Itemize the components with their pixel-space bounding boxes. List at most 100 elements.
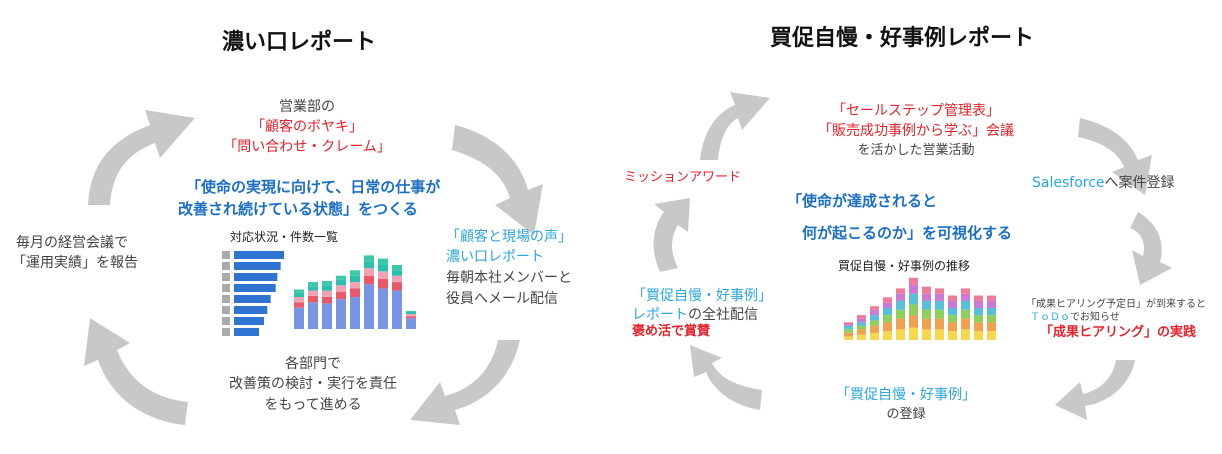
stack-bar-3-3	[336, 279, 346, 286]
right-bar-9-4	[961, 293, 970, 301]
right-bar-8-4	[948, 300, 957, 308]
stack-bar-6-2	[378, 271, 388, 279]
right-bar-0-2	[844, 329, 853, 333]
left-chart-title: 対応状況・件数一覧	[230, 230, 339, 244]
right-bar-7-0	[935, 329, 944, 340]
stack-bar-0-0	[294, 307, 304, 329]
todo-word: ＴｏＤｏ	[1030, 312, 1070, 323]
right-bar-8-2	[948, 315, 957, 323]
stack-bar-8-1	[406, 316, 416, 319]
stack-bar-2-4	[322, 281, 332, 286]
stack-bar-8-0	[406, 318, 416, 329]
right-bar-5-0	[909, 327, 918, 340]
right-bar-3-4	[883, 302, 892, 308]
right-bar-5-3	[909, 293, 918, 305]
hbar-5	[234, 306, 268, 314]
right-bar-7-1	[935, 318, 944, 330]
avatar-mark	[222, 317, 230, 325]
salesforce-brand: Salesforce	[1032, 175, 1105, 191]
right-bar-10-2	[974, 315, 983, 323]
right-bar-8-1	[948, 322, 957, 332]
right-bar-4-5	[896, 288, 905, 294]
right-bar-7-2	[935, 309, 944, 319]
right-bar-3-0	[883, 331, 892, 340]
stack-bar-7-4	[392, 265, 402, 271]
right-bar-5-1	[909, 315, 918, 328]
left-voice-line2: 濃い口レポート	[446, 249, 544, 265]
right-bar-4-4	[896, 293, 905, 301]
right-bar-6-5	[922, 286, 931, 294]
left-chart-panel: 対応状況・件数一覧	[200, 227, 422, 349]
right-bar-1-1	[857, 329, 866, 335]
stack-bar-8-4	[406, 310, 416, 312]
right-mission-line2: 何が起こるのか」を可視化する	[802, 224, 1013, 242]
left-title: 濃い口レポート	[222, 30, 377, 55]
right-bar-7-3	[935, 300, 944, 310]
right-bar-6-3	[922, 300, 931, 310]
right-cycle-arrows	[653, 92, 1172, 420]
left-mission-line1: 「使命の実現に向けて、日常の仕事が	[186, 178, 441, 196]
stack-bar-0-2	[294, 297, 304, 303]
right-bar-10-5	[974, 295, 983, 301]
stack-bar-0-4	[294, 289, 304, 293]
right-top-line3: を活かした営業活動	[857, 143, 975, 158]
stack-bar-3-4	[336, 275, 346, 280]
right-salesforce-line: Salesforceへ案件登録	[1032, 173, 1175, 193]
hbar-7	[234, 328, 259, 336]
right-bar-10-0	[974, 331, 983, 340]
right-bar-1-0	[857, 334, 866, 340]
right-bar-11-1	[987, 322, 996, 332]
right-bar-11-4	[987, 300, 996, 308]
right-bar-2-1	[870, 325, 879, 333]
right-bar-4-0	[896, 329, 905, 340]
stack-bar-7-1	[392, 282, 402, 291]
hbar-2	[234, 273, 278, 281]
avatar-mark	[222, 295, 230, 303]
right-note-line1: 「成果ヒアリング予定日」が到来すると	[1026, 299, 1206, 310]
left-top-line2: 「顧客のボヤキ」	[251, 119, 363, 135]
left-mission-line2: 改善され続けている状態」をつくる	[178, 200, 418, 218]
stack-bar-3-2	[336, 285, 346, 292]
stack-bar-4-4	[350, 270, 360, 276]
stack-bar-8-3	[406, 311, 416, 315]
left-voice-line4: 役員へメール配信	[446, 291, 558, 307]
right-bar-2-4	[870, 309, 879, 316]
right-report-line1: 「買促自慢・好事例」	[632, 288, 772, 304]
stack-bar-4-3	[350, 275, 360, 283]
avatar-mark	[222, 328, 230, 336]
stack-bar-8-2	[406, 314, 416, 317]
right-stack-chart	[844, 277, 996, 340]
left-bottom-line3: をもって進める	[264, 397, 362, 413]
right-chart-title: 買促自慢・好事例の推移	[838, 259, 971, 273]
todo-rest: でお知らせ	[1070, 312, 1120, 323]
right-top-line2: 「販売成功事例から学ぶ」会議	[818, 123, 1014, 139]
left-report-line2: 「運用実績」を報告	[12, 255, 138, 271]
right-bar-9-1	[961, 318, 970, 330]
right-bar-3-2	[883, 315, 892, 323]
left-top-line3: 「問い合わせ・クレーム」	[223, 139, 391, 155]
stack-bar-0-3	[294, 292, 304, 297]
right-bar-10-1	[974, 322, 983, 332]
right-report-word: レポート	[632, 307, 688, 323]
right-bar-1-3	[857, 322, 866, 326]
left-voice-line1: 「顧客と現場の声」	[446, 229, 572, 245]
right-bar-2-2	[870, 320, 879, 326]
stack-bar-6-3	[378, 265, 388, 272]
right-chart-panel: 買促自慢・好事例の推移	[828, 256, 1008, 356]
right-bar-5-2	[909, 304, 918, 316]
stack-bar-5-0	[364, 284, 374, 329]
right-bar-9-0	[961, 329, 970, 340]
left-bottom-line1: 各部門で	[285, 356, 341, 372]
right-note-line2: ＴｏＤｏでお知らせ	[1030, 311, 1120, 325]
left-voice-line3: 毎朝本社メンバーと	[446, 270, 572, 286]
right-mission-line1: 「使命が達成されると	[787, 192, 938, 210]
avatar-mark	[222, 251, 230, 259]
stack-bar-1-3	[308, 286, 318, 291]
right-bar-3-5	[883, 297, 892, 303]
right-hearing: 「成果ヒアリング」の実践	[1040, 325, 1197, 340]
right-bar-3-1	[883, 322, 892, 332]
right-bar-4-2	[896, 309, 905, 319]
stack-bar-3-1	[336, 291, 346, 300]
stack-bar-5-1	[364, 275, 374, 285]
right-bar-6-4	[922, 293, 931, 301]
